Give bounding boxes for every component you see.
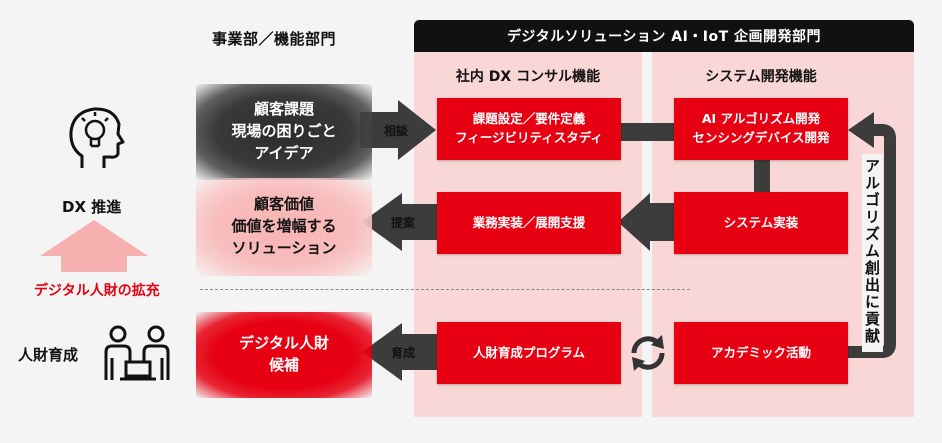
arrow-system-to-business	[618, 193, 676, 251]
ai-dev-line-2: センシングデバイス開発	[692, 130, 830, 145]
head-lightbulb-icon	[69, 107, 125, 168]
dx-promotion-label: DX 推進	[62, 198, 122, 216]
issues-line-1: 顧客課題	[253, 100, 314, 119]
connector-ai-system	[754, 160, 770, 192]
business-impl-box: 業務実装／展開支援	[437, 192, 621, 254]
training-program-box: 人財育成プログラム	[437, 322, 621, 384]
issues-line-2: 現場の困りごと	[231, 122, 337, 141]
develop-label: 育成	[391, 346, 416, 360]
customer-issues-blob: 顧客課題 現場の困りごと アイデア	[196, 84, 372, 180]
people-laptop-icon	[104, 325, 170, 381]
loop-arrow	[848, 124, 896, 358]
training-program-label: 人財育成プログラム	[472, 344, 586, 360]
customer-value-blob: 顧客価値 価値を増幅する ソリューション	[196, 178, 372, 276]
department-title-bar: デジタルソリューション AI・IoT 企画開発部門	[414, 20, 914, 52]
requirements-box: 課題設定／要件定義 フィージビリティスタディ	[437, 98, 621, 160]
candidates-line-1: デジタル人財	[239, 334, 329, 353]
algorithm-contribution-label: アルゴリズム創出に貢献	[862, 154, 883, 352]
issues-line-3: アイデア	[254, 143, 314, 162]
academic-box: アカデミック活動	[674, 322, 848, 384]
business-division-title: 事業部／機能部門	[212, 30, 337, 48]
talent-expansion-label: デジタル人財の拡充	[34, 283, 160, 299]
consulting-column-title: 社内 DX コンサル機能	[455, 69, 601, 85]
cycle-arrows-icon	[631, 335, 665, 371]
arrow-consult	[360, 100, 436, 160]
talent-development-label: 人財育成	[18, 346, 79, 364]
requirements-line-2: フィージビリティスタディ	[455, 130, 603, 145]
system-impl-label: システム実装	[723, 214, 799, 230]
system-impl-box: システム実装	[674, 192, 848, 254]
arrow-develop	[362, 323, 440, 381]
divider-line	[200, 289, 690, 290]
propose-label: 提案	[391, 216, 416, 230]
talent-candidates-blob: デジタル人財 候補	[196, 312, 372, 398]
ai-dev-box: AI アルゴリズム開発 センシングデバイス開発	[674, 98, 848, 160]
connector-requirements-ai	[620, 123, 676, 141]
value-line-1: 顧客価値	[253, 195, 314, 214]
requirements-line-1: 課題設定／要件定義	[472, 111, 586, 127]
value-line-2: 価値を増幅する	[231, 217, 337, 236]
consult-label: 相談	[384, 124, 409, 138]
academic-label: アカデミック活動	[710, 344, 811, 360]
ai-dev-line-1: AI アルゴリズム開発	[701, 111, 821, 127]
system-dev-column-title: システム開発機能	[705, 69, 817, 85]
value-line-3: ソリューション	[231, 238, 337, 257]
candidates-line-2: 候補	[268, 356, 299, 374]
arrow-propose	[362, 193, 440, 251]
business-impl-label: 業務実装／展開支援	[472, 214, 586, 230]
loop-arrowhead	[848, 112, 874, 148]
up-arrow	[40, 220, 148, 272]
